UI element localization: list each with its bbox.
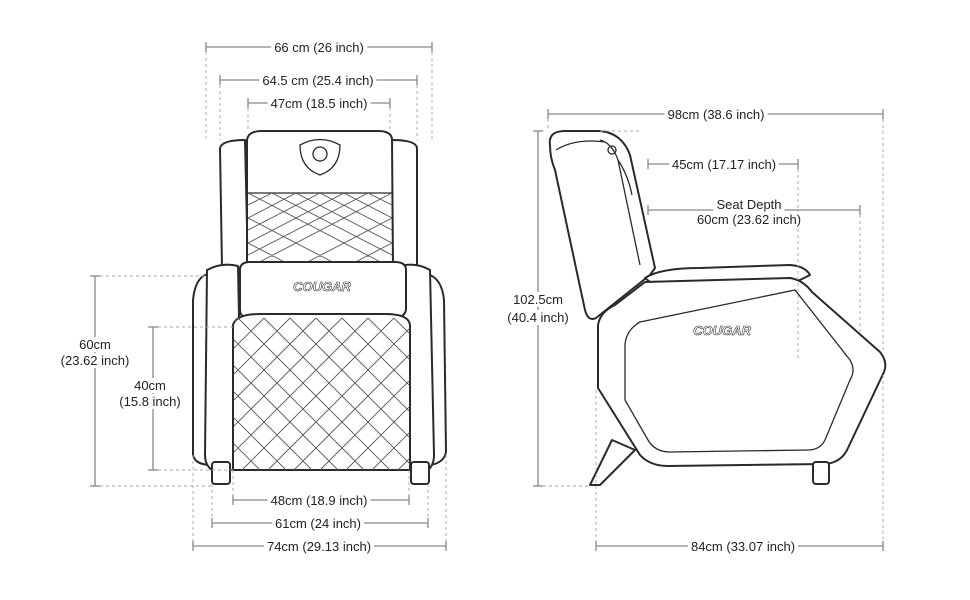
front-overall-width-label: 66 cm (26 inch) [271,40,367,55]
side-backrest [548,130,656,320]
side-seat-depth-value-label: 60cm (23.62 inch) [693,212,805,227]
side-top-depth-label: 98cm (38.6 inch) [664,107,768,122]
side-view-chair: COUGAR [548,130,887,486]
side-rear-leg [589,439,636,486]
front-seat-height-in-label: (15.8 inch) [116,394,184,409]
side-body-shell [597,277,887,467]
front-base-width-label: 61cm (24 inch) [272,516,364,531]
headrest-badge [299,138,341,176]
side-overall-height-cm-label: 102.5cm [510,292,566,307]
side-headrest-depth-label: 45cm (17.17 inch) [668,157,780,172]
front-seat-height-cm-label: 40cm [131,378,169,393]
front-backrest-outer-width-label: 64.5 cm (25.4 inch) [259,73,377,88]
right-backrest-wing [391,139,418,269]
side-body-panel [624,289,854,453]
side-panel-logo: COUGAR [693,323,751,338]
left-backrest-wing [219,139,249,269]
front-view-chair: COUGAR [192,130,447,485]
front-right-foot [410,461,430,485]
side-seat-depth-title-label: Seat Depth [713,197,785,212]
front-backrest-inner-width-label: 47cm (18.5 inch) [267,96,371,111]
side-dimension-lines [533,109,884,551]
front-left-foot [211,461,231,485]
side-overall-height-in-label: (40.4 inch) [504,310,572,325]
front-total-width-label: 74cm (29.13 inch) [263,539,375,554]
front-pillow-logo: COUGAR [293,279,351,294]
front-armrest-height-in-label: (23.62 inch) [57,353,133,368]
front-armrest-height-cm-label: 60cm [76,337,114,352]
side-front-foot [812,461,830,485]
side-bottom-depth-label: 84cm (33.07 inch) [687,539,799,554]
front-seat-width-label: 48cm (18.9 inch) [267,493,371,508]
backrest [246,130,394,269]
